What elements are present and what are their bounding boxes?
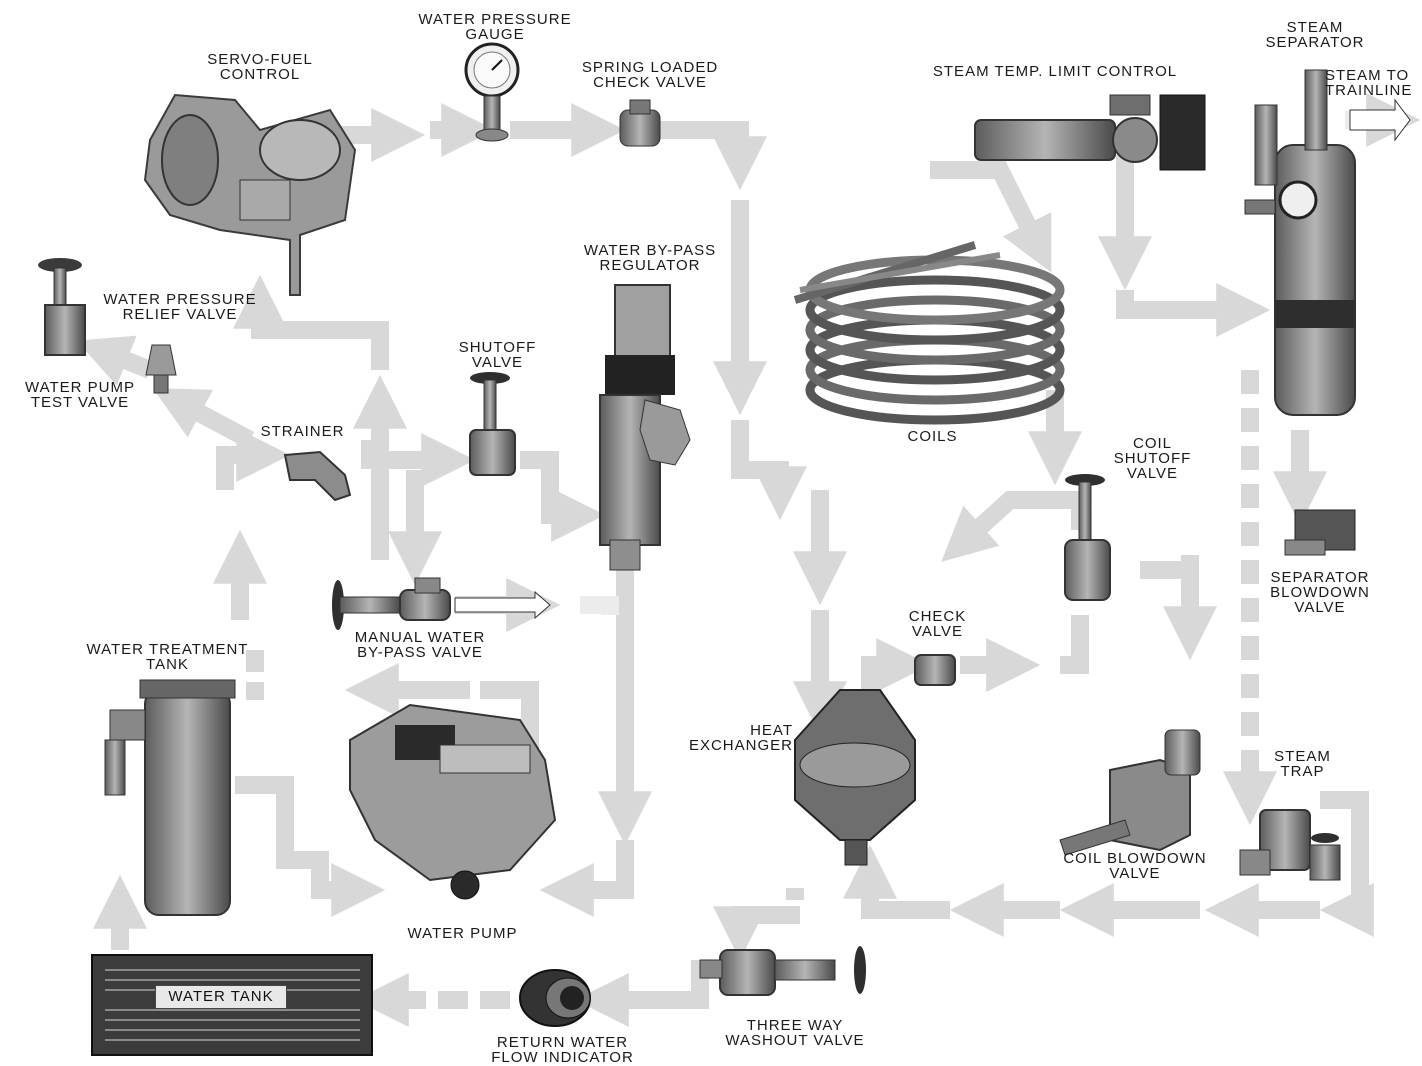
three-way-washout-valve-illustration <box>700 946 866 995</box>
label-heat-exchanger: HEAT EXCHANGER <box>688 723 793 753</box>
separator-blowdown-valve-illustration <box>1285 510 1355 555</box>
manual-water-by-pass-valve-illustration <box>332 578 550 630</box>
label-check-valve: CHECK VALVE <box>900 609 975 639</box>
servo-fuel-control-illustration <box>145 95 355 295</box>
flow-check-to-down <box>655 130 740 165</box>
label-water-pressure-gauge: WATER PRESSURE GAUGE <box>410 12 580 42</box>
label-steam-temp-limit-control: STEAM TEMP. LIMIT CONTROL <box>915 64 1195 79</box>
strainer-illustration <box>285 452 350 500</box>
label-separator-blowdown-valve: SEPARATOR BLOWDOWN VALVE <box>1265 570 1375 615</box>
steam-trap-illustration <box>1240 810 1340 880</box>
steam-to-trainline-arrow <box>1350 100 1410 140</box>
label-water-treatment-tank: WATER TREATMENT TANK <box>80 642 255 672</box>
check-valve-illustration <box>915 655 955 685</box>
flow-hx-out-up <box>870 665 905 690</box>
flow-main-to-hx <box>740 420 780 495</box>
flow-strainer-in <box>225 455 265 490</box>
water-by-pass-regulator-illustration <box>600 285 690 570</box>
heat-exchanger-illustration <box>795 690 915 865</box>
label-water-pressure-relief-valve: WATER PRESSURE RELIEF VALVE <box>100 292 260 322</box>
flow-bypass-dashed <box>580 605 610 615</box>
flow-coilshut-down <box>1060 615 1080 665</box>
water-pump-illustration <box>350 705 555 899</box>
shutoff-valve-illustration <box>470 372 515 475</box>
label-water-by-pass-regulator: WATER BY-PASS REGULATOR <box>570 243 730 273</box>
flow-templimit-sep <box>1125 290 1245 310</box>
water-pressure-relief-valve-illustration <box>146 345 176 393</box>
label-spring-loaded-check-valve: SPRING LOADED CHECK VALVE <box>570 60 730 90</box>
steam-temp-limit-control-illustration <box>975 95 1205 170</box>
steam-separator-illustration <box>1245 70 1355 415</box>
water-treatment-tank-illustration <box>105 680 235 915</box>
flow-treat-to-pump <box>235 785 360 890</box>
flow-coils-up <box>930 170 1040 250</box>
label-coils: COILS <box>890 429 975 444</box>
coils-illustration <box>795 245 1060 420</box>
flow-coilshut-in <box>960 500 1080 545</box>
spring-loaded-check-valve-illustration <box>620 100 660 146</box>
label-coil-blowdown-valve: COIL BLOWDOWN VALVE <box>1055 851 1215 881</box>
flow-servo-down <box>260 300 380 370</box>
label-three-way-washout-valve: THREE WAY WASHOUT VALVE <box>715 1018 875 1048</box>
label-shutoff-valve: SHUTOFF VALVE <box>450 340 545 370</box>
label-steam-to-trainline: STEAM TO TRAINLINE <box>1325 68 1422 98</box>
label-water-pump-test-valve: WATER PUMP TEST VALVE <box>20 380 140 410</box>
flow-washout-to-return <box>600 960 700 1000</box>
return-water-flow-indicator-illustration <box>520 970 590 1026</box>
flow-bottom-return-4 <box>870 870 950 910</box>
flow-relief-to-test <box>100 350 150 370</box>
coil-blowdown-valve-illustration <box>1060 730 1200 855</box>
label-servo-fuel-control: SERVO-FUEL CONTROL <box>190 52 330 82</box>
label-manual-water-by-pass-valve: MANUAL WATER BY-PASS VALVE <box>340 630 500 660</box>
label-water-pump: WATER PUMP <box>390 926 535 941</box>
flow-relief-path <box>175 400 250 440</box>
flow-shutoff-regulator <box>520 460 580 515</box>
label-strainer: STRAINER <box>250 424 355 439</box>
label-coil-shutoff-valve: COIL SHUTOFF VALVE <box>1105 436 1200 481</box>
label-water-tank: WATER TANK <box>155 985 287 1009</box>
label-return-water-flow-indicator: RETURN WATER FLOW INDICATOR <box>470 1035 655 1065</box>
label-steam-trap: STEAM TRAP <box>1265 749 1340 779</box>
label-steam-separator: STEAM SEPARATOR <box>1260 20 1370 50</box>
water-pump-test-valve-illustration <box>38 258 85 355</box>
flow-hx-to-washout <box>740 915 800 935</box>
flow-regulator-to-pump <box>565 840 625 890</box>
